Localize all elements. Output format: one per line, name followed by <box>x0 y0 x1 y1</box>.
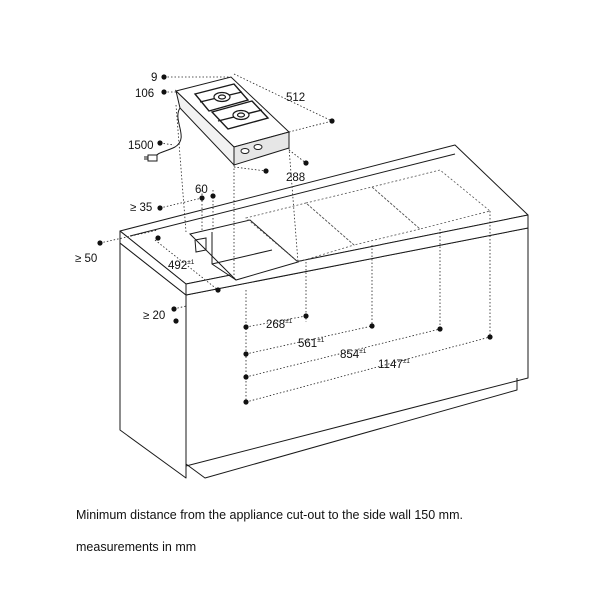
label-width-3-tol: ±1 <box>359 348 367 355</box>
dim-point <box>303 313 309 319</box>
projection-lines <box>99 73 491 403</box>
label-min-top: ≥ 20 <box>143 310 165 322</box>
dimension-labels: 9 106 512 1500 288 ≥ 35 60 ≥ 50 492±1 ≥ … <box>75 72 410 371</box>
power-cable <box>154 107 182 158</box>
label-min-front: ≥ 35 <box>130 202 152 214</box>
dim-point <box>157 140 163 146</box>
note-units: measurements in mm <box>76 540 197 554</box>
dim-point <box>329 118 335 124</box>
plug-icon <box>144 154 158 162</box>
dim-point <box>97 240 103 246</box>
dim-point <box>243 399 249 405</box>
worktop-back-line <box>129 153 456 237</box>
module-outline-4 <box>371 169 491 230</box>
label-width-3: 854±1 <box>340 348 367 361</box>
cabinet-plinth <box>185 378 518 479</box>
label-width-2-value: 561 <box>298 338 317 350</box>
module-outline-3 <box>305 186 421 246</box>
dim-point <box>487 334 493 340</box>
label-cable-length: 1500 <box>128 140 154 152</box>
dim-point <box>155 235 161 241</box>
knob-icon <box>240 148 250 154</box>
module-outline-2 <box>245 202 355 263</box>
dim-point <box>171 306 177 312</box>
label-offset: 60 <box>195 184 208 196</box>
burner-icon <box>213 91 250 121</box>
additional-module-outlines <box>245 169 491 263</box>
dim-point <box>263 168 269 174</box>
label-cooktop-width: 288 <box>286 172 305 184</box>
note-side-wall: Minimum distance from the appliance cut-… <box>76 508 463 522</box>
label-cutout-depth-value: 492 <box>168 260 187 272</box>
label-width-4-value: 1147 <box>378 359 403 371</box>
dim-point <box>243 351 249 357</box>
knob-icon <box>253 144 263 150</box>
kitchen-cabinet <box>119 144 529 479</box>
dim-point <box>161 89 167 95</box>
label-width-1-tol: ±1 <box>285 318 293 325</box>
cutout-front-frame <box>194 237 207 253</box>
worktop-cutout <box>189 219 300 281</box>
dim-point <box>215 287 221 293</box>
label-min-side: ≥ 50 <box>75 253 97 265</box>
dim-point <box>199 195 205 201</box>
dim-point <box>161 74 167 80</box>
dim-point <box>369 323 375 329</box>
label-cooktop-height-top: 9 <box>151 72 157 84</box>
label-cutout-depth: 492±1 <box>168 259 195 272</box>
label-width-4-tol: ±1 <box>403 358 411 365</box>
dim-point <box>243 374 249 380</box>
dim-point <box>303 160 309 166</box>
dim-point <box>437 326 443 332</box>
label-width-4: 1147±1 <box>378 358 410 371</box>
label-width-3-value: 854 <box>340 349 360 361</box>
dim-point <box>210 193 216 199</box>
dimension-points <box>97 74 493 405</box>
label-width-2: 561±1 <box>298 337 325 350</box>
label-width-2-tol: ±1 <box>317 337 325 344</box>
worktop-side-edge <box>185 214 529 296</box>
label-width-1: 268±1 <box>266 318 293 331</box>
label-cooktop-height-total: 106 <box>135 88 154 100</box>
label-width-1-value: 268 <box>266 319 285 331</box>
label-cutout-depth-tol: ±1 <box>187 259 195 266</box>
dim-point <box>157 205 163 211</box>
dim-point <box>173 318 179 324</box>
cutout-inner-floor <box>211 249 273 265</box>
gas-cooktop <box>144 76 290 167</box>
label-cooktop-depth: 512 <box>286 92 305 104</box>
dim-point <box>243 324 249 330</box>
